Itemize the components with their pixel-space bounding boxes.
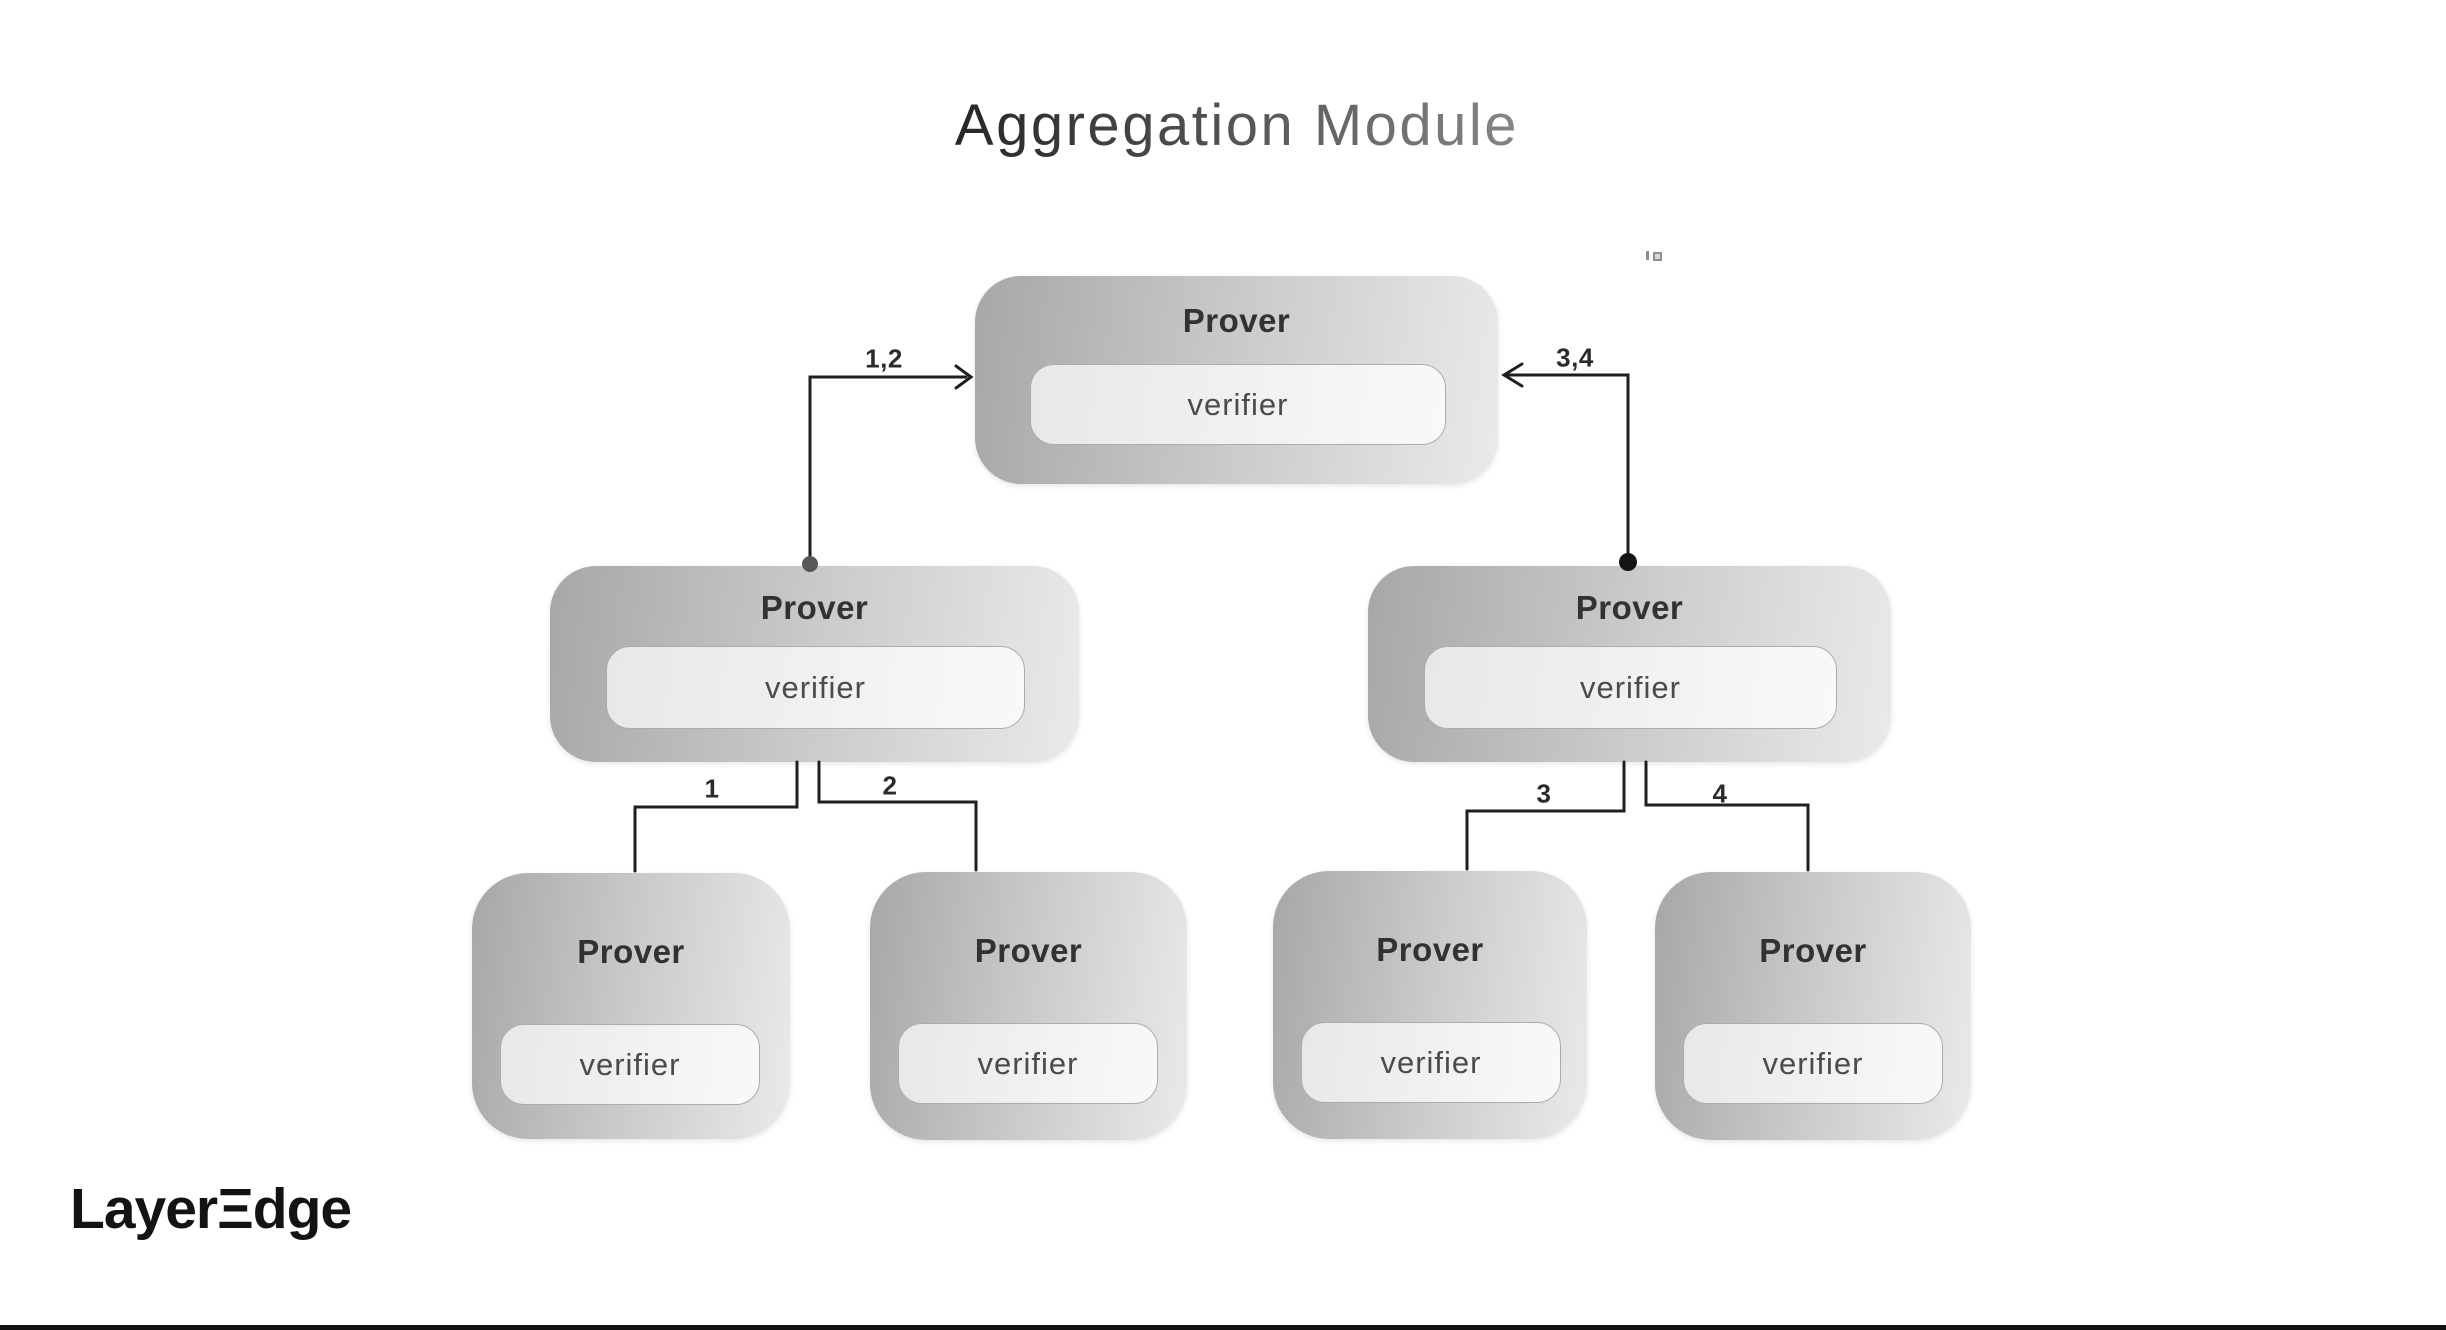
prover-box-leaf-1: Prover verifier (472, 873, 790, 1139)
prover-label: Prover (974, 932, 1083, 969)
verifier-box: verifier (1424, 646, 1837, 729)
edge-label-4: 4 (1712, 778, 1728, 809)
logo-text-prefix: Layer (70, 1177, 218, 1241)
connector-mid-right-to-aggregator (1506, 373, 1630, 565)
verifier-label: verifier (1762, 1045, 1864, 1081)
arrowhead-right-icon (954, 364, 974, 390)
prover-box-mid-left: Prover verifier (550, 566, 1079, 762)
prover-box-aggregator: Prover verifier (975, 276, 1498, 484)
edge-label-1-2: 1,2 (865, 343, 903, 374)
layeredge-logo: LayerΞdge (70, 1176, 352, 1242)
connector-mid-left-to-aggregator (808, 375, 968, 566)
verifier-box: verifier (1301, 1022, 1561, 1103)
logo-text-suffix: dge (252, 1177, 352, 1241)
verifier-label: verifier (579, 1046, 681, 1082)
verifier-box: verifier (898, 1023, 1158, 1104)
prover-label: Prover (1575, 589, 1684, 626)
prover-label: Prover (1182, 302, 1291, 339)
artifact-tick (1646, 251, 1649, 260)
connector-leaf-2-to-mid-left (817, 760, 978, 872)
edge-label-3-4: 3,4 (1556, 342, 1594, 373)
prover-box-leaf-3: Prover verifier (1273, 871, 1587, 1139)
verifier-label: verifier (1579, 669, 1681, 705)
verifier-box: verifier (1030, 364, 1446, 445)
verifier-box: verifier (1683, 1023, 1943, 1104)
prover-box-leaf-4: Prover verifier (1655, 872, 1971, 1140)
edge-label-3: 3 (1536, 778, 1552, 809)
verifier-label: verifier (1380, 1044, 1482, 1080)
prover-box-mid-right: Prover verifier (1368, 566, 1891, 762)
bottom-edge-bar (0, 1325, 2446, 1330)
verifier-box: verifier (500, 1024, 760, 1105)
artifact-mark-icon (1646, 249, 1668, 263)
edge-label-2: 2 (882, 770, 898, 801)
prover-box-leaf-2: Prover verifier (870, 872, 1187, 1140)
prover-label: Prover (1759, 932, 1867, 969)
verifier-label: verifier (764, 669, 866, 705)
edge-label-1: 1 (704, 773, 720, 804)
arrowhead-left-icon (1501, 362, 1524, 388)
prover-label: Prover (1376, 931, 1484, 968)
verifier-label: verifier (1187, 386, 1289, 422)
logo-xi-glyph: Ξ (217, 1177, 254, 1241)
verifier-box: verifier (606, 646, 1025, 729)
artifact-square (1653, 252, 1662, 261)
prover-label: Prover (760, 589, 869, 626)
prover-label: Prover (577, 933, 685, 970)
verifier-label: verifier (977, 1045, 1079, 1081)
page-title: Aggregation Module (14, 92, 2446, 159)
